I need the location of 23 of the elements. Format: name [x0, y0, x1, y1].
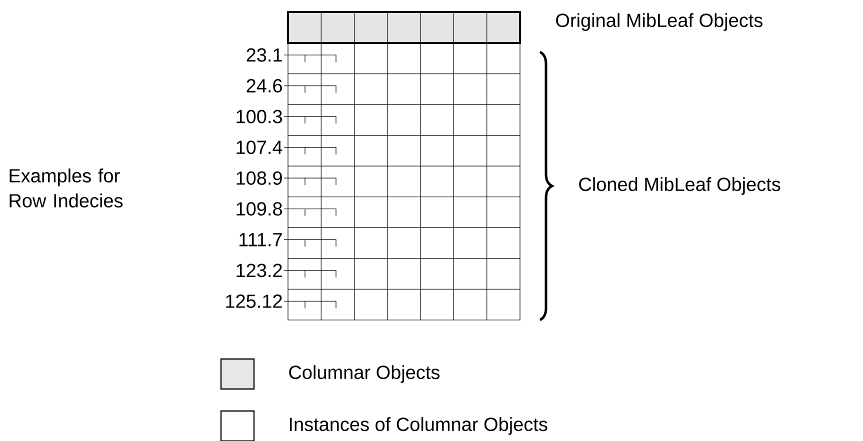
leader-line: [284, 208, 336, 216]
leader-line: [284, 54, 336, 62]
row-index: 107.4: [236, 140, 282, 154]
leader-line: [284, 270, 336, 278]
leader-line: [284, 300, 336, 309]
leader-line: [284, 116, 336, 124]
row-index: 100.3: [236, 110, 282, 124]
row-index: 24.6: [246, 79, 282, 92]
row-index: 125.12: [226, 294, 282, 308]
leader-line: [284, 239, 336, 247]
row-index: 108.9: [236, 171, 282, 185]
row-index: 109.8: [236, 202, 282, 216]
row-index: 123.2: [236, 264, 282, 278]
label-text: Examples for Row Indecies: [10, 168, 123, 208]
row-index: 111.7: [240, 233, 282, 246]
label-text: Cloned MibLeaf Objects: [579, 177, 780, 195]
leader-line: [284, 147, 336, 155]
legend-text: Instances of Columnar Objects: [290, 417, 548, 435]
row-index: 23.1: [246, 48, 282, 62]
leader-line: [284, 85, 336, 94]
leader-line: [284, 178, 336, 186]
label-text: Original MibLeaf Objects: [556, 13, 762, 31]
legend-text: Columnar Objects: [289, 365, 440, 383]
